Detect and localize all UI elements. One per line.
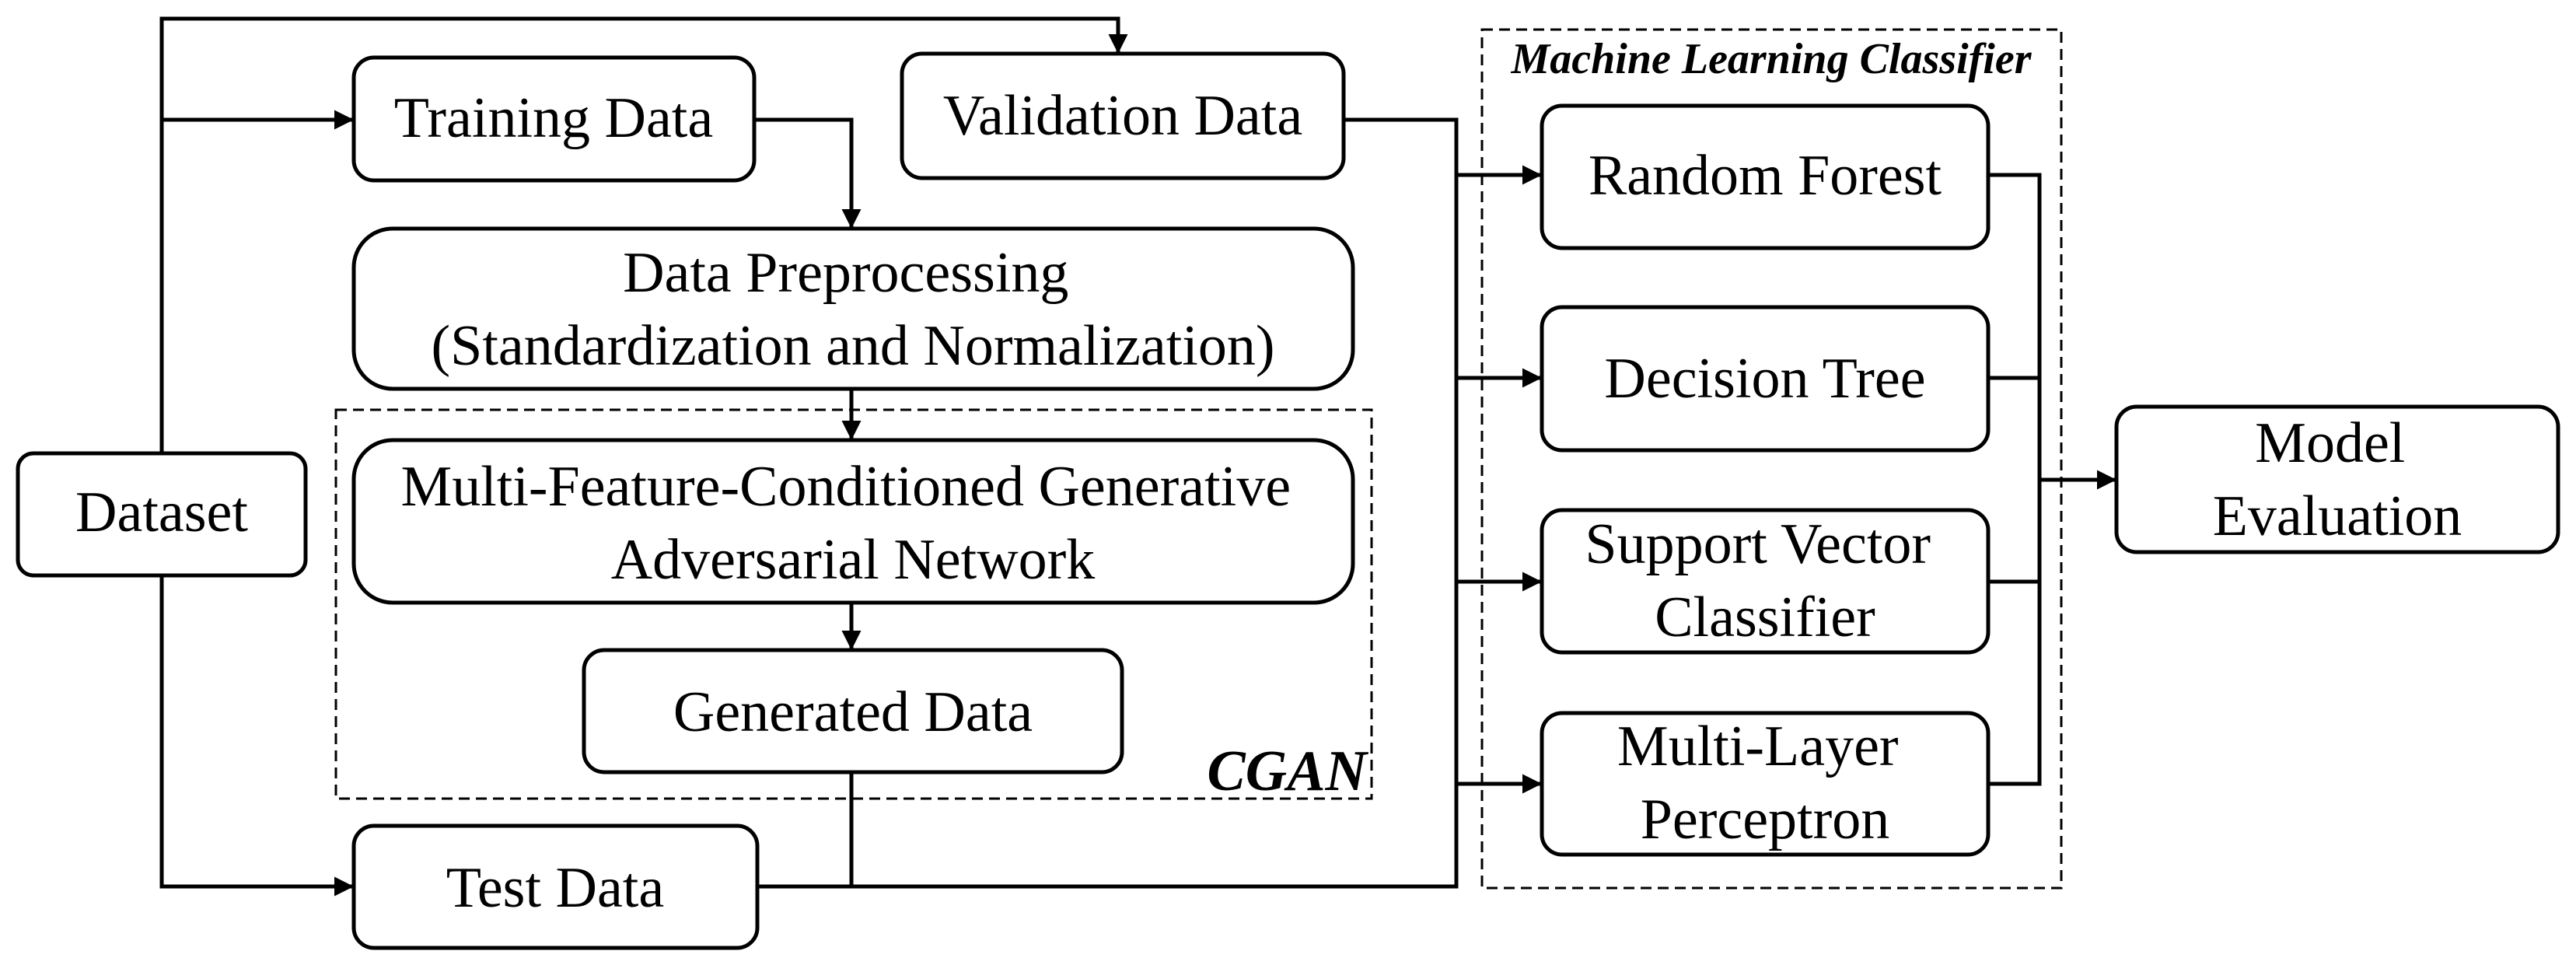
data-preprocessing-line-2: (Standardization and Normalization) <box>432 314 1275 378</box>
mfcgan-line-1: Multi-Feature-Conditioned Generative <box>400 455 1291 519</box>
edge-test-to-bus <box>757 117 1459 889</box>
node-test-data: Test Data <box>351 823 760 950</box>
multi-layer-perceptron-line-2: Perceptron <box>1641 788 1890 851</box>
mfcgan-label: Multi-Feature-Conditioned Generative Adv… <box>400 455 1305 592</box>
training-data-label: Training Data <box>394 86 713 150</box>
generated-data-box <box>582 648 1124 774</box>
cgan-group-label: CGAN <box>1207 739 1368 803</box>
dataset-label: Dataset <box>75 481 248 544</box>
node-decision-tree: Decision Tree <box>1540 305 1991 453</box>
node-random-forest: Random Forest <box>1540 103 1991 250</box>
test-data-label: Test Data <box>446 856 664 920</box>
cgan-group: CGAN <box>334 408 1373 803</box>
multi-layer-perceptron-box <box>1540 711 1991 857</box>
multi-layer-perceptron-label: Multi-Layer Perceptron <box>1617 715 1913 851</box>
test-data-box <box>351 823 760 950</box>
dataset-box <box>16 451 308 578</box>
support-vector-classifier-label: Support Vector Classifier <box>1585 512 1945 649</box>
node-support-vector-classifier: Support Vector Classifier <box>1540 508 1991 655</box>
support-vector-classifier-line-2: Classifier <box>1655 586 1875 649</box>
cgan-group-frame <box>334 408 1373 800</box>
validation-data-label: Validation Data <box>943 84 1302 148</box>
node-generated-data: Generated Data <box>582 648 1124 774</box>
random-forest-box <box>1540 103 1991 250</box>
support-vector-classifier-line-1: Support Vector <box>1585 512 1931 576</box>
model-evaluation-line-2: Evaluation <box>2213 484 2462 548</box>
model-evaluation-box <box>2114 404 2560 554</box>
node-model-evaluation: Model Evaluation <box>2114 404 2560 554</box>
decision-tree-box <box>1540 305 1991 453</box>
connectors <box>159 16 2116 897</box>
model-evaluation-line-1: Model <box>2255 411 2405 475</box>
edge-dataset-to-validation <box>159 16 1128 453</box>
node-training-data: Training Data <box>351 55 757 183</box>
validation-data-box <box>900 51 1346 180</box>
mfcgan-box <box>351 438 1355 605</box>
node-mfcgan: Multi-Feature-Conditioned Generative Adv… <box>351 438 1355 605</box>
node-multi-layer-perceptron: Multi-Layer Perceptron <box>1540 711 1991 857</box>
ml-classifier-group-frame <box>1480 28 2063 890</box>
edge-dataset-to-test <box>159 575 354 897</box>
edge-training-to-preprocessing <box>754 117 862 229</box>
decision-tree-label: Decision Tree <box>1604 347 1925 411</box>
node-dataset: Dataset <box>16 451 308 578</box>
random-forest-label: Random Forest <box>1589 144 1942 208</box>
training-data-box <box>351 55 757 183</box>
mfcgan-line-2: Adversarial Network <box>611 528 1096 592</box>
ml-classifier-group-label: Machine Learning Classifier <box>1511 35 2032 83</box>
node-validation-data: Validation Data <box>900 51 1346 180</box>
data-preprocessing-label: Data Preprocessing (Standardization and … <box>432 241 1275 378</box>
ml-classifier-group: Machine Learning Classifier <box>1480 28 2063 890</box>
generated-data-label: Generated Data <box>673 680 1033 744</box>
model-evaluation-label: Model Evaluation <box>2213 411 2462 548</box>
multi-layer-perceptron-line-1: Multi-Layer <box>1617 715 1899 778</box>
node-data-preprocessing: Data Preprocessing (Standardization and … <box>351 226 1355 391</box>
support-vector-classifier-box <box>1540 508 1991 655</box>
data-preprocessing-box <box>351 226 1355 391</box>
edge-classifiers-merge <box>1988 173 2042 786</box>
data-preprocessing-line-1: Data Preprocessing <box>623 241 1068 305</box>
